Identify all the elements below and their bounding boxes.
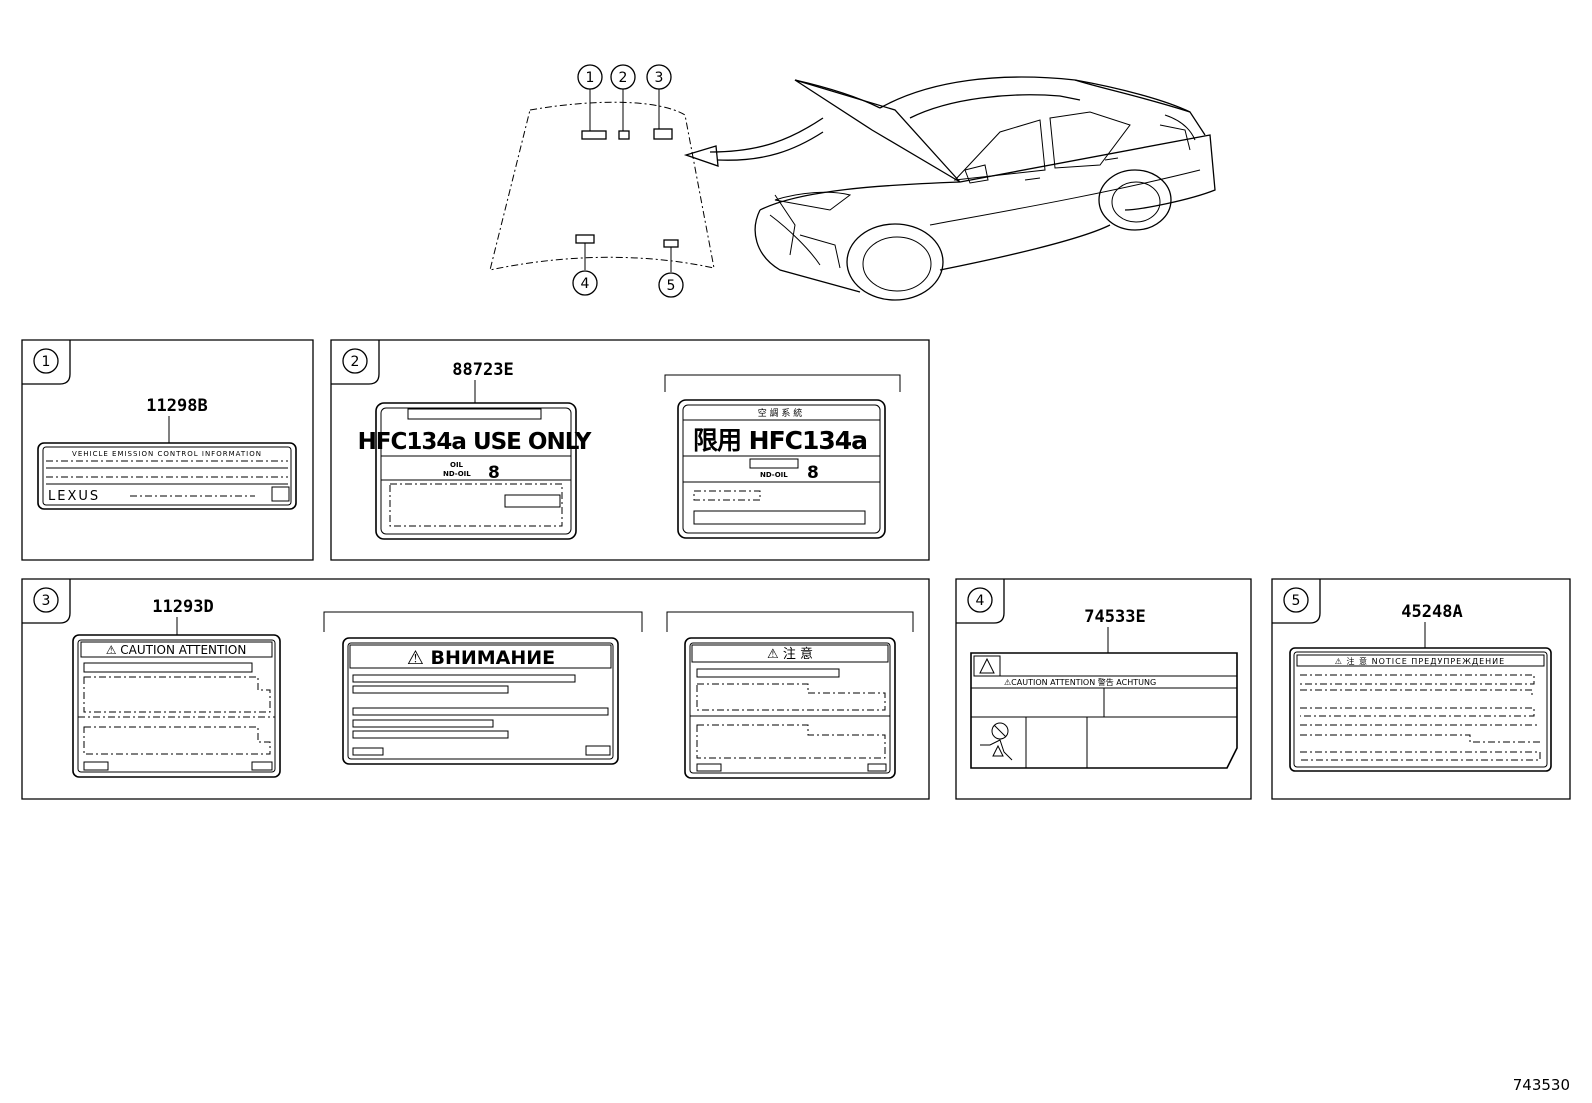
panel-4-index: 4 [976,593,985,609]
panel-5: 5 45248A ⚠ 注 意 NOTICE ПРЕДУПРЕЖДЕНИЕ [1271,578,1571,800]
callout-2: 2 [610,64,636,90]
panel-1-index: 1 [42,354,51,370]
arrow-head [683,145,719,167]
svg-text:ND-OIL: ND-OIL [443,470,471,478]
svg-text:⚠CAUTION ATTENTION 警告 ACHTU: ⚠CAUTION ATTENTION 警告 ACHTUNG [1004,677,1156,687]
marker-3 [653,128,673,140]
marker-1 [581,130,607,140]
hood-overview: 1 2 3 4 5 [489,64,824,298]
panel-3-part-number: 11293D [152,597,213,617]
hfc-main-text: HFC134a USE ONLY [358,429,592,455]
svg-text:OIL: OIL [450,461,464,469]
svg-text:⚠ 注 意 NOTICE ПРЕДУПРЕЖДЕНИ: ⚠ 注 意 NOTICE ПРЕДУПРЕЖДЕНИЕ [1335,656,1505,666]
svg-text:3: 3 [655,70,664,86]
svg-text:1: 1 [586,70,595,86]
diagram-id: 743530 [1513,1076,1570,1094]
variant-bracket [664,374,901,392]
hood-outline [489,101,715,271]
hfc-main-text-b: 限用 HFC134a [693,426,867,455]
car-illustration [754,76,1216,301]
svg-text:⚠ ВНИМАНИЕ: ⚠ ВНИМАНИЕ [407,647,555,669]
marker-4 [575,234,595,244]
callout-5: 5 [658,272,684,298]
callout-4: 4 [572,270,598,296]
marker-5 [663,239,679,248]
panel-1-part-number: 11298B [146,396,207,416]
emission-heading: VEHICLE EMISSION CONTROL INFORMATION [72,450,262,458]
fan-warning-icon [980,739,1013,761]
panel-5-index: 5 [1292,593,1301,609]
svg-text:8: 8 [488,463,500,483]
label-caution-ru: ⚠ ВНИМАНИЕ [342,637,619,765]
label-emission-control: VEHICLE EMISSION CONTROL INFORMATION LEX… [37,442,297,510]
label-electric-fan-caution: ⚠CAUTION ATTENTION 警告 ACHTUNG [970,652,1238,769]
label-caution-zh: ⚠ 注 意 [684,637,896,779]
lexus-logo-text: LEXUS [48,489,100,504]
panel-3: 3 11293D ⚠ CAUTION ATTENTION ⚠ ВНИМАНИЕ [21,578,930,800]
label-caution-en-fr: ⚠ CAUTION ATTENTION [72,634,281,778]
svg-text:5: 5 [667,278,676,294]
variant-bracket-1 [323,611,643,632]
panel-2: 2 88723E HFC134a USE ONLY OIL ND-OIL 8 空… [330,339,930,561]
svg-text:⚠ CAUTION ATTENTION: ⚠ CAUTION ATTENTION [106,643,247,657]
svg-text:空 調 系 統: 空 調 系 統 [758,407,803,419]
panel-4: 4 74533E ⚠CAUTION ATTENTION 警告 ACHTUNG [955,578,1252,800]
panel-1: 1 11298B VEHICLE EMISSION CONTROL INFORM… [21,339,314,561]
svg-text:4: 4 [581,276,590,292]
svg-text:ND-OIL: ND-OIL [760,471,788,479]
label-notice-multilingual: ⚠ 注 意 NOTICE ПРЕДУПРЕЖДЕНИЕ [1289,647,1552,772]
svg-text:2: 2 [619,70,628,86]
marker-2 [618,130,630,140]
callout-3: 3 [646,64,672,90]
panel-2-part-number: 88723E [452,360,513,380]
panel-2-index: 2 [351,354,360,370]
svg-text:8: 8 [807,463,819,483]
high-voltage-icon [973,655,1001,677]
panel-5-part-number: 45248A [1401,602,1462,622]
no-hands-icon [991,722,1009,740]
panel-4-part-number: 74533E [1084,607,1145,627]
label-hfc134a-b: 空 調 系 統 限用 HFC134a ND-OIL 8 [677,399,886,539]
svg-text:⚠ 注 意: ⚠ 注 意 [767,646,813,662]
variant-bracket-2 [666,611,914,632]
arrow-shaft [709,117,824,153]
label-hfc134a-a: HFC134a USE ONLY OIL ND-OIL 8 [358,402,593,540]
callout-1: 1 [577,64,603,90]
panel-3-index: 3 [42,593,51,609]
